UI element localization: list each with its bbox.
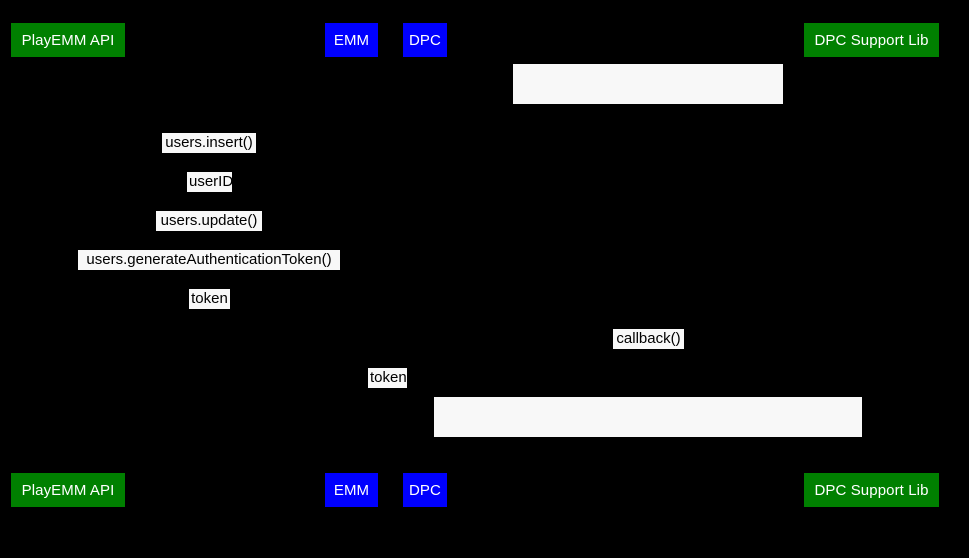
arrow-token-to-emm: [67, 310, 351, 311]
arrowhead-token-to-emm: [343, 306, 351, 314]
message-label-token-to-dpc: token: [368, 368, 407, 388]
lifeline-dpc-support-lib: [871, 57, 872, 463]
participant-playemm-api-top[interactable]: PlayEMM API: [11, 23, 125, 57]
lifeline-playemm-api: [67, 57, 68, 463]
participant-emm-bottom[interactable]: EMM: [325, 473, 378, 507]
message-label-token-to-emm: token: [189, 289, 230, 309]
participant-playemm-api-bottom[interactable]: PlayEMM API: [11, 473, 125, 507]
arrowhead-users-insert: [67, 150, 75, 158]
arrowhead-users-generate-authentication-token: [67, 267, 75, 275]
participant-dpc-bottom[interactable]: DPC: [403, 473, 447, 507]
message-label-user-id: userID: [187, 172, 234, 192]
message-label-users-insert: users.insert(): [162, 133, 256, 153]
arrowhead-callback: [424, 346, 432, 354]
arrow-add-android-for-work-account: [424, 438, 871, 439]
participant-emm-top[interactable]: EMM: [325, 23, 378, 57]
participant-dpc-support-lib-bottom[interactable]: DPC Support Lib: [804, 473, 939, 507]
participant-dpc-top[interactable]: DPC: [403, 23, 447, 57]
lifeline-emm: [351, 57, 352, 463]
sequence-diagram-canvas: PlayEMM API EMM DPC DPC Support Lib andr…: [11, 23, 939, 516]
arrowhead-ensure-working-environment: [863, 99, 871, 107]
message-label-callback: callback(): [613, 329, 684, 349]
arrow-token-to-dpc: [351, 389, 424, 390]
arrowhead-users-update: [67, 228, 75, 236]
arrow-users-generate-authentication-token: [67, 271, 351, 272]
message-label-add-android-for-work-account-line2: .addAndroidForWorkAccount(token, account…: [447, 499, 849, 516]
arrow-users-update: [67, 232, 351, 233]
message-label-users-generate-authentication-token: users.generateAuthenticationToken(): [78, 250, 340, 270]
message-label-users-update: users.update(): [156, 211, 262, 231]
message-label-add-android-for-work-account-line1: androidForWorkAccountSupport: [541, 439, 755, 456]
message-label-ensure-working-environment: androidForWorkAccountSupport .ensureWork…: [513, 64, 783, 183]
arrow-callback: [424, 350, 871, 351]
arrowhead-add-android-for-work-account: [863, 434, 871, 442]
arrow-users-insert: [67, 154, 351, 155]
message-label-add-android-for-work-account: androidForWorkAccountSupport .addAndroid…: [434, 397, 862, 516]
arrow-user-id: [67, 193, 351, 194]
participant-dpc-support-lib-top[interactable]: DPC Support Lib: [804, 23, 939, 57]
arrowhead-user-id: [343, 189, 351, 197]
message-label-ensure-working-environment-line1: androidForWorkAccountSupport: [541, 106, 755, 123]
lifeline-dpc: [424, 57, 425, 463]
arrowhead-token-to-dpc: [416, 385, 424, 393]
message-label-ensure-working-environment-line2: .ensureWorkingEnvironment(callback): [521, 166, 775, 183]
